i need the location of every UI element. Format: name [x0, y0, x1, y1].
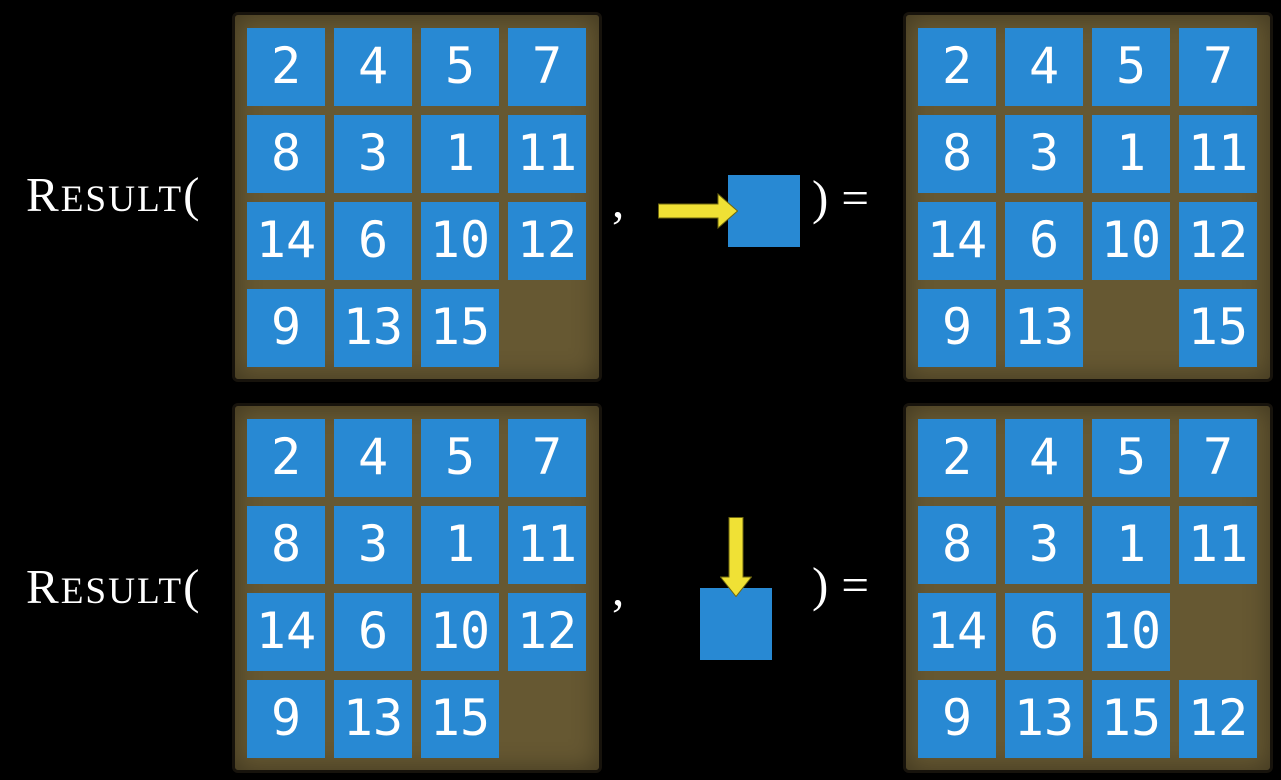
result-label-smallcaps: ESULT: [60, 571, 184, 612]
puzzle-tile-2: 2: [247, 28, 325, 106]
result-label-smallcaps: ESULT: [60, 179, 184, 220]
puzzle-tile-9: 9: [247, 289, 325, 367]
puzzle-tile-9: 9: [918, 289, 996, 367]
puzzle-tile-8: 8: [247, 115, 325, 193]
puzzle-tile-1: 1: [421, 115, 499, 193]
action-tile-square: [700, 588, 772, 660]
puzzle-tile-4: 4: [334, 419, 412, 497]
puzzle-tile-10: 10: [1092, 593, 1170, 671]
puzzle-tile-14: 14: [918, 593, 996, 671]
puzzle-tile-8: 8: [247, 506, 325, 584]
puzzle-tile-3: 3: [334, 506, 412, 584]
comma-separator: ,: [612, 173, 625, 228]
puzzle-tile-12: 12: [1179, 680, 1257, 758]
result-function-label: RESULT(: [26, 166, 199, 225]
puzzle-tile-6: 6: [1005, 593, 1083, 671]
puzzle-tile-7: 7: [1179, 28, 1257, 106]
puzzle-tile-11: 11: [1179, 115, 1257, 193]
puzzle-tile-12: 12: [508, 202, 586, 280]
right-arrow-icon: [658, 193, 738, 229]
puzzle-tile-9: 9: [918, 680, 996, 758]
puzzle-tile-15: 15: [1179, 289, 1257, 367]
puzzle-tile-8: 8: [918, 506, 996, 584]
empty-cell: [1179, 593, 1257, 671]
puzzle-tile-10: 10: [1092, 202, 1170, 280]
puzzle-tile-13: 13: [334, 289, 412, 367]
action-tile-square: [728, 175, 800, 247]
puzzle-tile-4: 4: [1005, 28, 1083, 106]
puzzle-tile-3: 3: [1005, 115, 1083, 193]
puzzle-tile-2: 2: [247, 419, 325, 497]
puzzle-tile-13: 13: [1005, 680, 1083, 758]
puzzle-tile-7: 7: [508, 28, 586, 106]
puzzle-tile-1: 1: [1092, 506, 1170, 584]
close-paren-equals: ) =: [812, 556, 869, 615]
puzzle-tile-13: 13: [1005, 289, 1083, 367]
puzzle-tile-6: 6: [334, 202, 412, 280]
puzzle-tile-5: 5: [1092, 28, 1170, 106]
puzzle-tile-11: 11: [508, 115, 586, 193]
puzzle-tile-11: 11: [508, 506, 586, 584]
puzzle-tile-3: 3: [334, 115, 412, 193]
comma-separator: ,: [612, 561, 625, 616]
puzzle-tile-12: 12: [1179, 202, 1257, 280]
puzzle-tile-6: 6: [1005, 202, 1083, 280]
puzzle-tile-6: 6: [334, 593, 412, 671]
puzzle-tile-14: 14: [918, 202, 996, 280]
puzzle-tile-9: 9: [247, 680, 325, 758]
puzzle-tile-10: 10: [421, 202, 499, 280]
puzzle-tile-5: 5: [1092, 419, 1170, 497]
puzzle-tile-14: 14: [247, 202, 325, 280]
puzzle-tile-5: 5: [421, 419, 499, 497]
equals-sign: =: [841, 557, 869, 612]
empty-cell: [508, 680, 586, 758]
puzzle-tile-13: 13: [334, 680, 412, 758]
puzzle-tile-7: 7: [1179, 419, 1257, 497]
puzzle-tile-14: 14: [247, 593, 325, 671]
puzzle-tile-3: 3: [1005, 506, 1083, 584]
open-paren: (: [183, 559, 200, 614]
close-paren-equals: ) =: [812, 169, 869, 228]
puzzle-tile-12: 12: [508, 593, 586, 671]
puzzle-tile-15: 15: [421, 289, 499, 367]
equals-sign: =: [841, 170, 869, 225]
puzzle-tile-15: 15: [1092, 680, 1170, 758]
close-paren: ): [812, 557, 829, 612]
result-label-initial: R: [26, 559, 61, 614]
close-paren: ): [812, 170, 829, 225]
puzzle-tile-4: 4: [334, 28, 412, 106]
down-arrow-icon: [720, 517, 752, 597]
puzzle-tile-5: 5: [421, 28, 499, 106]
puzzle-tile-15: 15: [421, 680, 499, 758]
puzzle-tile-2: 2: [918, 419, 996, 497]
puzzle-tile-10: 10: [421, 593, 499, 671]
puzzle-tile-1: 1: [421, 506, 499, 584]
result-function-label: RESULT(: [26, 558, 199, 617]
puzzle-tile-1: 1: [1092, 115, 1170, 193]
puzzle-tile-11: 11: [1179, 506, 1257, 584]
result-label-initial: R: [26, 167, 61, 222]
open-paren: (: [183, 167, 200, 222]
puzzle-tile-2: 2: [918, 28, 996, 106]
puzzle-tile-4: 4: [1005, 419, 1083, 497]
puzzle-tile-8: 8: [918, 115, 996, 193]
puzzle-tile-7: 7: [508, 419, 586, 497]
